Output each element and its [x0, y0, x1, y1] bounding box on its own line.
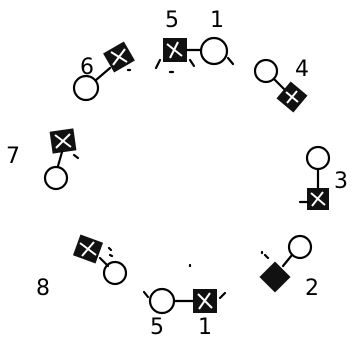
pair-bottom: 5 1	[144, 265, 225, 339]
female-circle	[104, 262, 126, 284]
label-top-5: 5	[165, 8, 179, 33]
label-bottom-5: 5	[150, 315, 164, 339]
female-circle	[45, 167, 67, 189]
pair-lower-right: 2	[259, 236, 319, 301]
female-circle	[150, 289, 174, 313]
label-lower-left-8: 8	[36, 276, 50, 301]
pair-right: 3	[300, 147, 348, 210]
female-circle	[201, 38, 227, 64]
pair-upper-left: 6	[74, 41, 135, 100]
label-bottom-1: 1	[198, 315, 212, 339]
label-top-1: 1	[210, 8, 224, 33]
pair-left: 7	[6, 128, 78, 189]
pair-lower-left: 8	[36, 235, 126, 301]
pair-top: 5 1	[156, 8, 233, 72]
female-circle	[307, 147, 329, 169]
male-square	[259, 261, 290, 292]
pair-link	[96, 68, 110, 80]
label-left-7: 7	[6, 144, 20, 169]
label-right-3: 3	[334, 169, 348, 194]
label-upper-right-4: 4	[295, 57, 309, 82]
pair-link	[283, 255, 292, 266]
pair-link	[274, 79, 284, 89]
pair-link	[58, 152, 62, 166]
label-lower-right-2: 2	[305, 276, 319, 301]
pair-upper-right: 4	[255, 57, 309, 112]
